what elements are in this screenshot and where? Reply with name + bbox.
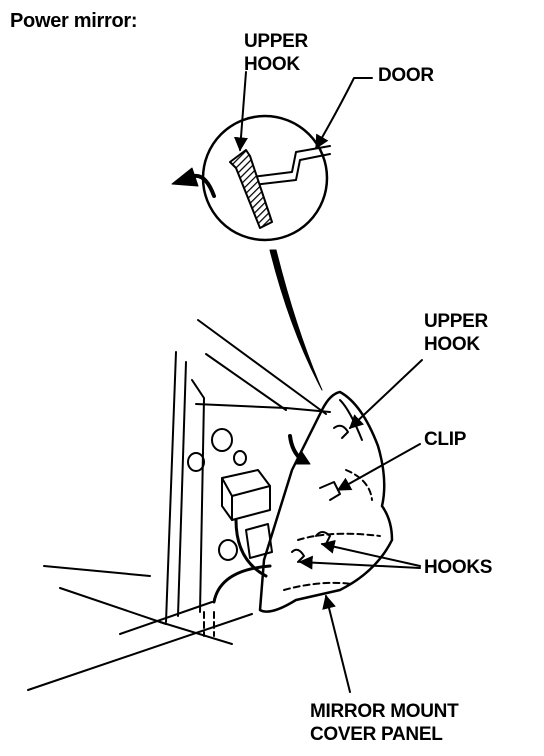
label-upper-hook-top-1: UPPER <box>244 31 308 52</box>
label-cover-panel-1: MIRROR MOUNT <box>310 701 459 722</box>
diagram-title: Power mirror: <box>10 10 138 32</box>
label-upper-hook-top-2: HOOK <box>244 54 300 75</box>
cover-panel <box>258 390 394 613</box>
leader-lines <box>233 71 423 693</box>
label-upper-hook-side-2: HOOK <box>424 334 480 355</box>
label-clip: CLIP <box>424 429 467 450</box>
label-upper-hook-side-1: UPPER <box>424 311 488 332</box>
label-hooks: HOOKS <box>424 557 493 578</box>
detail-circle <box>171 114 331 391</box>
label-door: DOOR <box>378 65 434 86</box>
label-cover-panel-2: COVER PANEL <box>310 724 443 745</box>
door-structure <box>27 319 331 691</box>
